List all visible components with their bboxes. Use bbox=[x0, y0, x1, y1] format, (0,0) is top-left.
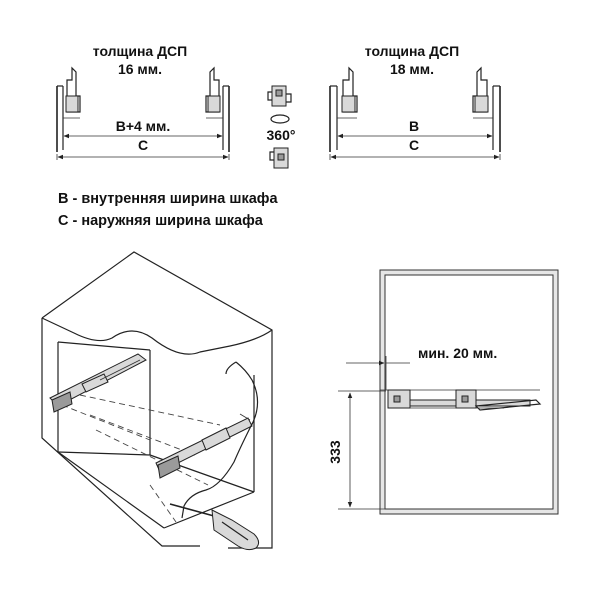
rotation-ring bbox=[270, 114, 290, 124]
outer-width-label-18: C bbox=[409, 137, 419, 153]
board-thickness-label-16: толщина ДСП bbox=[93, 43, 187, 59]
inner-width-label-16: B+4 мм. bbox=[116, 118, 171, 134]
legend: B - внутренняя ширина шкафа C - наружняя… bbox=[58, 191, 278, 229]
board-thickness-value-18: 18 мм. bbox=[390, 61, 434, 77]
rail-side-view bbox=[380, 389, 542, 411]
board-thickness-label-18: толщина ДСП bbox=[365, 43, 459, 59]
rotation-label: 360° bbox=[267, 127, 296, 143]
outer-width-label-16: C bbox=[138, 137, 148, 153]
height-dimension: 333 bbox=[327, 390, 386, 510]
bracket-top-view bbox=[267, 85, 292, 107]
screwdriver-icon bbox=[169, 503, 260, 551]
legend-outer-width: C - наружняя ширина шкафа bbox=[58, 213, 264, 229]
top-left-detail-16mm: толщина ДСП 16 мм. B+4 мм. bbox=[56, 43, 230, 160]
rotatable-bracket-detail: 360° bbox=[267, 85, 296, 169]
right-wall-profile-16 bbox=[205, 66, 230, 152]
outer-width-dimension-18: C bbox=[329, 137, 501, 160]
outer-width-dimension-16: C bbox=[56, 137, 230, 160]
min-offset-label: мин. 20 мм. bbox=[418, 345, 497, 361]
inner-width-dimension-16: B+4 мм. bbox=[63, 118, 223, 139]
board-thickness-value-16: 16 мм. bbox=[118, 61, 162, 77]
right-wall-profile-18 bbox=[472, 66, 501, 152]
inner-width-label-18: B bbox=[409, 118, 419, 134]
left-rail bbox=[49, 353, 147, 413]
cabinet-side-view: мин. 20 мм. 333 bbox=[327, 269, 559, 515]
legend-inner-width: B - внутренняя ширина шкафа bbox=[58, 191, 278, 207]
inner-width-dimension-18: B bbox=[337, 118, 493, 139]
top-right-detail-18mm: толщина ДСП 18 мм. B C bbox=[329, 43, 501, 160]
height-label: 333 bbox=[327, 440, 343, 464]
right-rail bbox=[155, 413, 253, 479]
left-wall-profile-16 bbox=[56, 66, 81, 152]
left-wall-profile-18 bbox=[329, 66, 358, 152]
cable bbox=[181, 361, 259, 519]
cabinet-perspective-view bbox=[41, 251, 273, 551]
bracket-bottom-view bbox=[269, 147, 289, 169]
min-offset-dimension: мин. 20 мм. bbox=[346, 345, 497, 390]
